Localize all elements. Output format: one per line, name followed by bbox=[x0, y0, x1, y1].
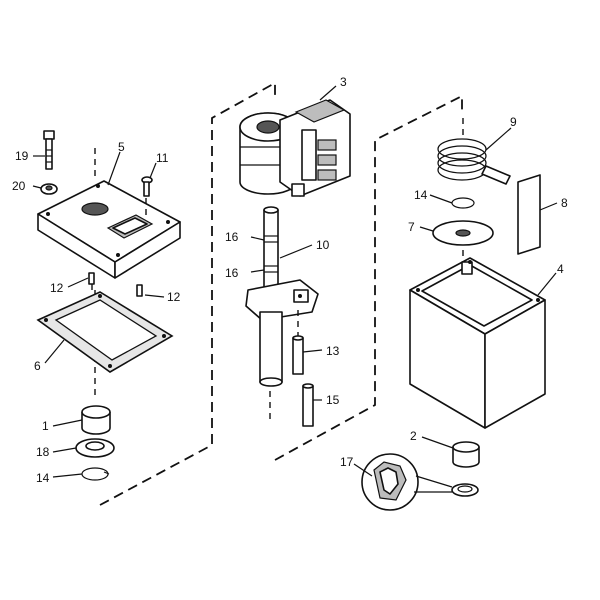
callout-12-left: 12 bbox=[50, 281, 64, 295]
callout-8: 8 bbox=[561, 196, 568, 210]
callout-5: 5 bbox=[118, 140, 125, 154]
motor-3 bbox=[239, 99, 351, 197]
callout-numbers: 19 20 5 11 12 12 6 1 18 14 3 16 10 16 13… bbox=[12, 75, 568, 485]
callout-4: 4 bbox=[557, 262, 564, 276]
callout-3: 3 bbox=[340, 75, 347, 89]
coil-9 bbox=[437, 138, 511, 185]
callout-17: 17 bbox=[340, 455, 354, 469]
callout-6: 6 bbox=[34, 359, 41, 373]
bolt-19 bbox=[43, 130, 55, 170]
callout-20: 20 bbox=[12, 179, 26, 193]
pin-12-left bbox=[88, 272, 95, 296]
callout-13: 13 bbox=[326, 344, 340, 358]
callout-14-left: 14 bbox=[36, 471, 50, 485]
callout-9: 9 bbox=[510, 115, 517, 129]
callout-7: 7 bbox=[408, 220, 415, 234]
pump-body bbox=[245, 279, 319, 387]
bushing-2 bbox=[452, 441, 480, 468]
callout-19: 19 bbox=[15, 149, 29, 163]
pin-12-right bbox=[136, 284, 143, 297]
callout-1: 1 bbox=[42, 419, 49, 433]
callout-2: 2 bbox=[410, 429, 417, 443]
callout-16-upper: 16 bbox=[225, 230, 239, 244]
washer-18 bbox=[75, 438, 115, 458]
seal-17 bbox=[361, 453, 479, 511]
callout-12-right: 12 bbox=[167, 290, 181, 304]
disc-7 bbox=[432, 220, 494, 246]
tube-13 bbox=[292, 310, 304, 375]
callout-16-lower: 16 bbox=[225, 266, 239, 280]
cover-plate-5 bbox=[37, 180, 181, 279]
card-8 bbox=[517, 174, 541, 255]
retaining-ring-14-left bbox=[81, 467, 110, 481]
washer-20 bbox=[40, 183, 58, 195]
callout-15: 15 bbox=[326, 393, 340, 407]
tube-15 bbox=[302, 383, 314, 427]
callout-10: 10 bbox=[316, 238, 330, 252]
bushing-1 bbox=[81, 405, 111, 435]
reservoir-tank-4 bbox=[409, 257, 546, 429]
screw-11 bbox=[141, 176, 153, 216]
leader-lines bbox=[32, 85, 558, 478]
retaining-ring-14-right bbox=[451, 197, 475, 209]
callout-11: 11 bbox=[156, 151, 169, 165]
callout-18: 18 bbox=[36, 445, 50, 459]
gasket-6 bbox=[36, 291, 174, 373]
callout-14-right: 14 bbox=[414, 188, 428, 202]
